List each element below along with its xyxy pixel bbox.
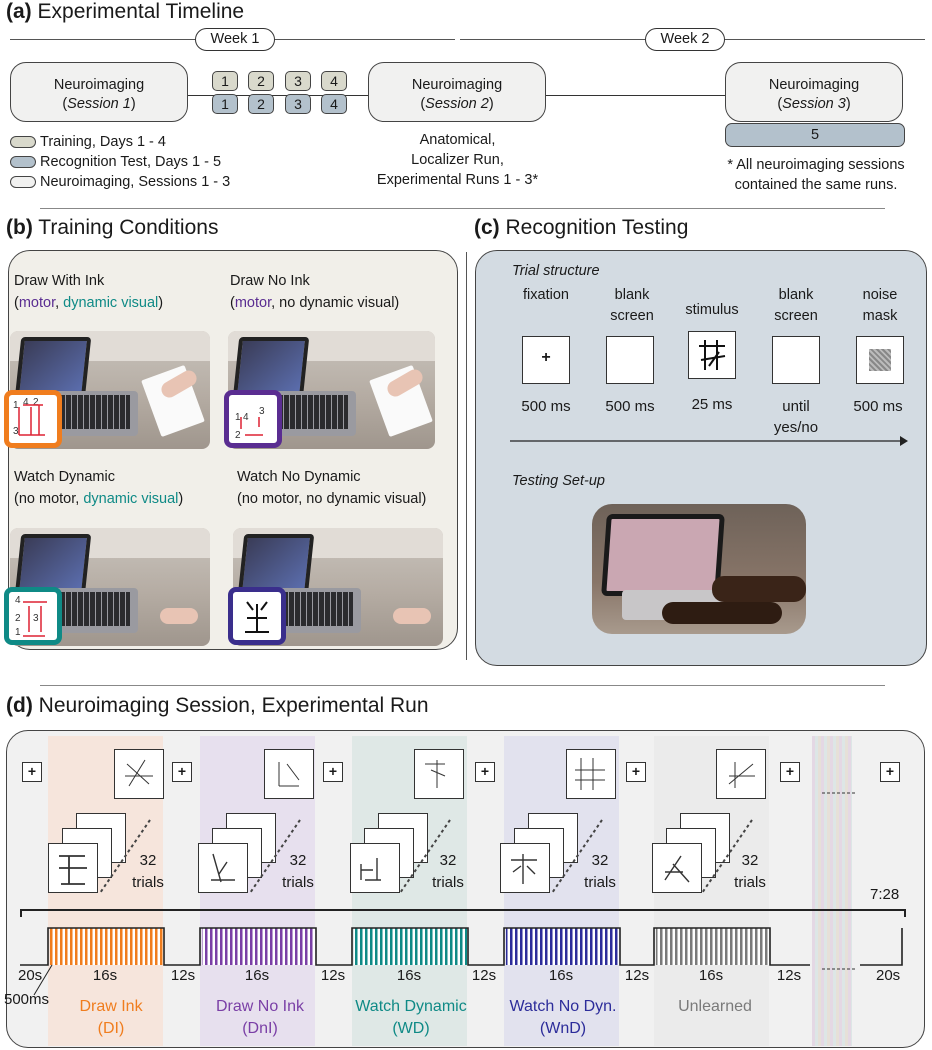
training-day-3: 3 [285, 71, 311, 91]
rest-duration-4: 12s [624, 967, 650, 984]
block-label-di: Draw Ink(DI) [79, 998, 143, 1037]
training-day-1: 1 [212, 71, 238, 91]
rest-duration-5: 12s [776, 967, 802, 984]
recognition-day-5: 5 [725, 123, 905, 147]
step-fixation-label: fixation [523, 287, 569, 303]
stimulus-stack-wnd-1 [500, 843, 550, 893]
rest-duration-2: 12s [320, 967, 346, 984]
band-ellipsis [812, 736, 852, 1046]
cond-watch-dynamic-label: Watch Dynamic (no motor, dynamic visual) [14, 469, 184, 507]
recognition-day-2: 2 [248, 94, 274, 114]
session2-box: Neuroimaging(Session 2) [368, 62, 546, 122]
block-duration-wnd: 16s [548, 967, 574, 984]
stimulus-top-ul [716, 749, 766, 799]
end-rest-label: 20s [876, 967, 901, 984]
week2-label: Week 2 [645, 28, 725, 51]
block-duration-dni: 16s [244, 967, 270, 984]
block-label-wd: Watch Dynamic(WD) [355, 998, 467, 1037]
watch-no-dynamic-character-icon [228, 587, 286, 645]
testing-setup-label: Testing Set-up [512, 473, 605, 489]
cond-draw-no-ink-label: Draw No Ink (motor, no dynamic visual) [230, 273, 400, 311]
panel-a-heading: (a) Experimental Timeline [6, 0, 245, 23]
testing-setup-photo [592, 504, 806, 634]
block-label-dni: Draw No Ink(DnI) [215, 998, 305, 1037]
recognition-day-1: 1 [212, 94, 238, 114]
total-duration-line [20, 909, 905, 911]
training-day-4: 4 [321, 71, 347, 91]
cond-draw-ink-label: Draw With Ink (motor, dynamic visual) [14, 273, 164, 311]
fixation-icon-7: + [880, 762, 900, 782]
fixation-icon-4: + [475, 762, 495, 782]
recognition-day-3: 3 [285, 94, 311, 114]
legend-recognition: Recognition Test, Days 1 - 5 [40, 154, 222, 170]
blank-screen-1 [606, 336, 654, 384]
rest-duration-1: 12s [170, 967, 196, 984]
block-label-wnd: Watch No Dyn.(WnD) [509, 998, 617, 1037]
step-stimulus-time: 25 ms [691, 396, 733, 413]
trial-time-arrow [510, 436, 908, 446]
stimulus-stack-dni-1 [198, 843, 248, 893]
step-blank1-time: 500 ms [605, 398, 655, 415]
stimulus-stack-wd-1 [350, 843, 400, 893]
noise-mask-screen [856, 336, 904, 384]
week1-label: Week 1 [195, 28, 275, 51]
stimulus-stack-di-1 [48, 843, 98, 893]
block-duration-di: 16s [92, 967, 118, 984]
stimulus-top-wd [414, 749, 464, 799]
training-day-2: 2 [248, 71, 274, 91]
fixation-icon-6: + [780, 762, 800, 782]
trial-duration-label: 500ms [4, 991, 50, 1008]
recognition-day-4: 4 [321, 94, 347, 114]
start-rest-label: 20s [18, 967, 43, 984]
session3-box: Neuroimaging(Session 3) [725, 62, 903, 122]
stimulus-stack-ul-1 [652, 843, 702, 893]
stimulus-top-wnd [566, 749, 616, 799]
block-duration-wd: 16s [396, 967, 422, 984]
cond-watch-no-dynamic-label: Watch No Dynamic (no motor, no dynamic v… [237, 469, 427, 507]
fixation-icon-1: + [22, 762, 42, 782]
stimulus-top-di [114, 749, 164, 799]
fixation-icon-5: + [626, 762, 646, 782]
block-duration-ul: 16s [698, 967, 724, 984]
fixation-icon-3: + [323, 762, 343, 782]
rest-duration-3: 12s [471, 967, 497, 984]
panel-d-heading: (d) Neuroimaging Session, Experimental R… [6, 694, 429, 717]
legend-training: Training, Days 1 - 4 [40, 134, 166, 150]
total-duration: 7:28 [870, 886, 900, 903]
watch-no-dynamic-photo [233, 528, 443, 646]
stimulus-screen [688, 331, 736, 379]
panel-b-heading: (b) Training Conditions [6, 216, 219, 239]
session-runs-list: Anatomical,Localizer Run,Experimental Ru… [376, 132, 539, 188]
legend-neuroimaging: Neuroimaging, Sessions 1 - 3 [40, 174, 231, 190]
step-fixation-time: 500 ms [521, 398, 571, 415]
fixation-icon-2: + [172, 762, 192, 782]
stimulus-top-dni [264, 749, 314, 799]
fixation-screen: + [522, 336, 570, 384]
trial-structure-label: Trial structure [512, 263, 600, 279]
blank-screen-2 [772, 336, 820, 384]
panel-c-heading: (c) Recognition Testing [474, 216, 689, 239]
session1-box: Neuroimaging(Session 1) [10, 62, 188, 122]
step-stimulus-label: stimulus [685, 302, 739, 318]
block-label-ul: Unlearned [678, 998, 752, 1015]
step-noise-time: 500 ms [853, 398, 903, 415]
